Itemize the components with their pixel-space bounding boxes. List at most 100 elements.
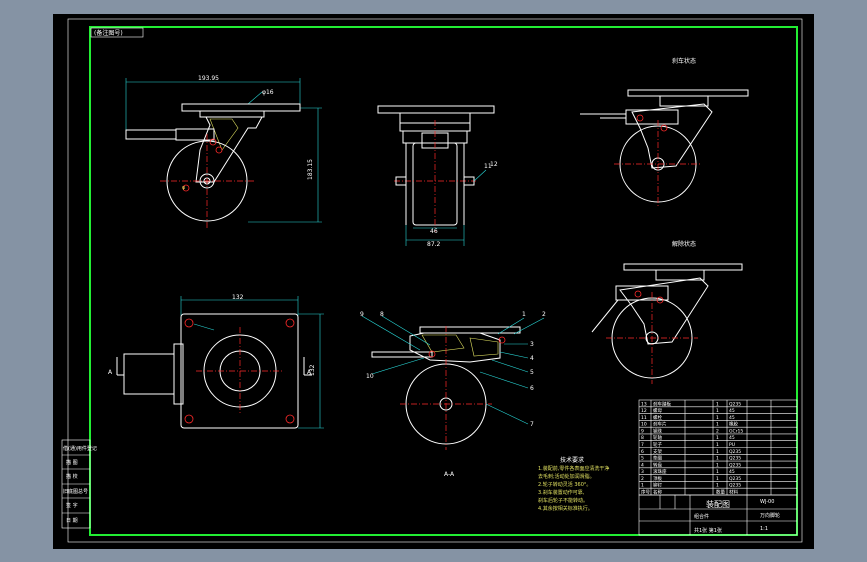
parts-cell-name: 名称 <box>653 489 662 496</box>
section-marker-left: A <box>108 369 113 376</box>
tech-note-line: 2.轮子转动灵活 360°。 <box>538 481 591 488</box>
parts-cell-qty: 1 <box>716 483 719 489</box>
tech-note-line: 刹车后轮子不能转动。 <box>538 497 588 504</box>
tech-note-line: 4.其余按相关标准执行。 <box>538 505 593 512</box>
tech-note-line: 3.刹车装置动作可靠, <box>538 489 585 496</box>
stamp-row: 日 期 <box>66 518 78 524</box>
drawing-tag-text: (备注图号) <box>94 29 123 37</box>
tech-note-line: 去毛刺;活动处加润滑脂。 <box>538 473 595 480</box>
parts-cell-qty: 1 <box>716 462 719 468</box>
parts-cell-name: 钢珠 <box>653 427 662 434</box>
parts-table-row: 4 转盘 1 Q235 <box>641 461 741 468</box>
stamp-row: 签 字 <box>66 502 78 509</box>
parts-cell-mat: 橡胶 <box>729 421 738 428</box>
callout-3: 3 <box>530 341 534 348</box>
tech-notes: 技术要求 1.装配前,零件各表面应清洗干净 去毛刺;活动处加润滑脂。 2.轮子转… <box>538 456 609 512</box>
parts-cell-name: 支架 <box>653 448 662 455</box>
parts-cell-mat: Q235 <box>729 401 741 407</box>
dim-top-width: 193.95 <box>198 75 219 82</box>
label-brake-off: 解除状态 <box>672 240 696 248</box>
title-block-sheet: 共1张 第1张 <box>694 527 722 534</box>
dim-front-overall: 87.2 <box>427 241 441 248</box>
title-block: 装配图 WJ-00 万向脚轮 组合件 1:1 共1张 第1张 <box>638 494 798 536</box>
parts-cell-qty: 数量 <box>716 489 725 496</box>
parts-cell-name: 滚珠座 <box>653 468 667 475</box>
parts-cell-no: 7 <box>641 442 644 448</box>
drawing-tag-box: (备注图号) <box>90 27 144 38</box>
callout-7: 7 <box>530 421 534 428</box>
parts-cell-qty: 1 <box>716 456 719 462</box>
label-brake-on: 刹车状态 <box>672 57 696 65</box>
dim-height: 183.15 <box>307 159 314 180</box>
parts-cell-name: 轮轴 <box>653 434 662 441</box>
title-block-company: 万向脚轮 <box>760 512 780 519</box>
parts-cell-no: 3 <box>641 469 644 475</box>
parts-cell-qty: 1 <box>716 408 719 414</box>
brake-on-view: 刹车状态 <box>580 57 749 208</box>
callout-10: 10 <box>366 373 374 380</box>
plan-view: 132 132 A A <box>108 294 324 429</box>
side-stamp-table: 借(通)用件登记 描 图 描 校 旧底图总号 签 字 日 期 <box>61 439 97 529</box>
callout-12: 12 <box>490 161 498 168</box>
section-view: 9 8 1 2 3 4 5 6 7 10 A-A <box>360 311 546 478</box>
outer-frame <box>67 18 803 543</box>
title-block-material: 组合件 <box>694 513 709 520</box>
parts-cell-no: 13 <box>641 401 647 407</box>
parts-cell-qty: 1 <box>716 442 719 448</box>
callout-1: 1 <box>522 311 526 318</box>
drawing-sheet <box>53 14 814 549</box>
front-elevation-view: 11 12 46 87.2 <box>377 105 498 248</box>
parts-cell-mat: 材料 <box>729 489 738 496</box>
stamp-row: 借(通)用件登记 <box>63 445 97 452</box>
title-block-title: 装配图 <box>706 499 730 509</box>
dim-plan-height: 132 <box>309 364 316 376</box>
parts-table-row: 13 刹车踏板 1 Q235 <box>641 400 741 407</box>
dim-plan-width: 132 <box>232 294 244 301</box>
parts-cell-no: 6 <box>641 449 644 455</box>
parts-table-header: 序号名称 数量材料 <box>641 489 738 496</box>
parts-cell-name: 螺母 <box>653 407 662 414</box>
parts-cell-no: 8 <box>641 435 644 441</box>
parts-cell-qty: 1 <box>716 435 719 441</box>
parts-cell-mat: Q235 <box>729 462 741 468</box>
stamp-row: 旧底图总号 <box>63 488 88 495</box>
dim-front-width: 46 <box>430 228 438 235</box>
dim-phi: φ16 <box>262 89 274 96</box>
parts-cell-name: 转盘 <box>653 461 662 468</box>
parts-cell-no: 2 <box>641 476 644 482</box>
parts-cell-no: 4 <box>641 462 644 468</box>
parts-cell-qty: 1 <box>716 415 719 421</box>
brake-off-view: 解除状态 <box>591 240 743 384</box>
parts-cell-mat: GCr15 <box>729 428 743 434</box>
callout-11: 11 <box>484 163 492 170</box>
parts-cell-qty: 1 <box>716 449 719 455</box>
parts-cell-mat: PU <box>729 442 735 448</box>
title-block-scale: 1:1 <box>760 526 768 532</box>
parts-table-row: 8 轮轴 1 45 <box>641 434 735 441</box>
green-border-frame <box>89 26 798 536</box>
parts-table-row: 12 螺母 1 45 <box>641 407 735 414</box>
parts-cell-no: 10 <box>641 422 647 428</box>
side-elevation-view: 193.95 183.15 φ16 φ <box>125 75 322 228</box>
parts-cell-no: 序号 <box>641 489 650 496</box>
callout-9: 9 <box>360 311 364 318</box>
section-label: A-A <box>444 471 455 478</box>
parts-cell-no: 12 <box>641 408 647 414</box>
stamp-row: 描 校 <box>66 473 78 480</box>
parts-cell-qty: 1 <box>716 401 719 407</box>
parts-cell-mat: 45 <box>729 435 735 441</box>
parts-cell-mat: Q235 <box>729 476 741 482</box>
parts-cell-name: 刹车踏板 <box>653 400 671 407</box>
parts-cell-name: 顶板 <box>653 475 662 482</box>
parts-cell-mat: 45 <box>729 408 735 414</box>
callout-2: 2 <box>542 311 546 318</box>
parts-cell-name: 刹车片 <box>653 421 667 428</box>
callout-6: 6 <box>530 385 534 392</box>
